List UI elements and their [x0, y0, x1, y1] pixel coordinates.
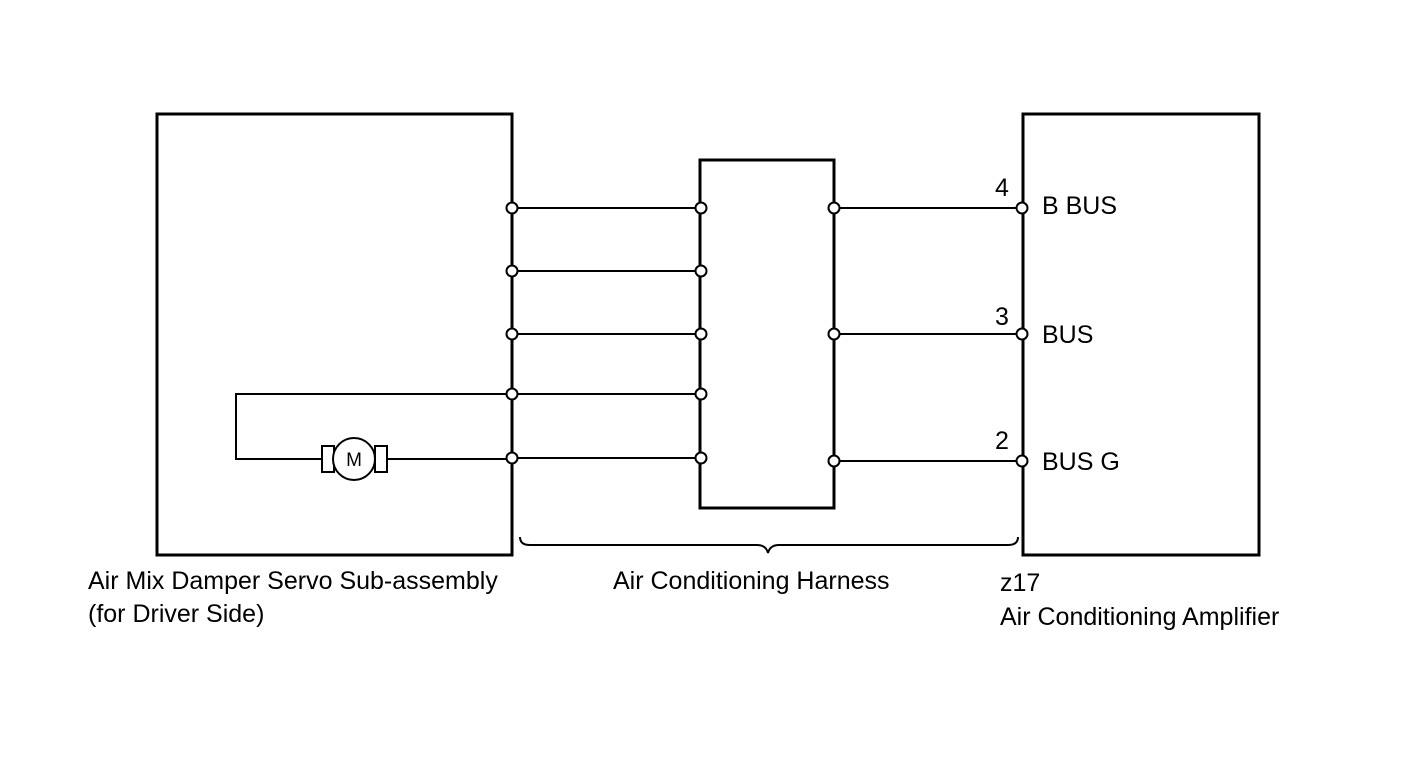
motor-brush-right — [374, 445, 388, 473]
terminal — [694, 327, 708, 341]
servo-harness-wires — [512, 207, 700, 459]
terminal — [505, 201, 519, 215]
pin-signal-bus-g: BUS G — [1042, 448, 1120, 476]
servo-label-line1: Air Mix Damper Servo Sub-assembly — [88, 567, 498, 595]
terminal — [827, 454, 841, 468]
motor-label: M — [346, 450, 362, 471]
terminal — [827, 327, 841, 341]
pin-signal-bus: BUS — [1042, 321, 1093, 349]
terminal — [505, 387, 519, 401]
terminal — [505, 264, 519, 278]
pin-signal-b-bus: B BUS — [1042, 192, 1117, 220]
terminal — [694, 264, 708, 278]
terminal — [505, 327, 519, 341]
harness-box — [698, 158, 836, 510]
amplifier-connector-code: z17 — [1000, 569, 1040, 597]
terminal-pin-4 — [1015, 201, 1029, 215]
terminal-pin-3 — [1015, 327, 1029, 341]
terminal — [694, 451, 708, 465]
terminal — [505, 451, 519, 465]
motor-circuit: M — [235, 393, 512, 481]
motor-icon — [332, 437, 376, 481]
terminal-pin-2 — [1015, 454, 1029, 468]
pin-number-4: 4 — [995, 174, 1009, 202]
pin-number-2: 2 — [995, 427, 1009, 455]
harness-label: Air Conditioning Harness — [613, 567, 890, 595]
harness-amplifier-wires — [834, 207, 1023, 462]
harness-right-terminals — [827, 201, 841, 468]
pin-number-3: 3 — [995, 303, 1009, 331]
harness-left-terminals — [694, 201, 708, 465]
amplifier-terminals — [1015, 201, 1029, 468]
amplifier-label: Air Conditioning Amplifier — [1000, 603, 1279, 631]
terminal — [694, 387, 708, 401]
terminal — [827, 201, 841, 215]
servo-label-line2: (for Driver Side) — [88, 600, 264, 628]
servo-terminals — [505, 201, 519, 465]
terminal — [694, 201, 708, 215]
harness-brace — [519, 536, 1019, 554]
motor-loop-wire — [235, 393, 512, 460]
servo-box — [155, 112, 514, 557]
